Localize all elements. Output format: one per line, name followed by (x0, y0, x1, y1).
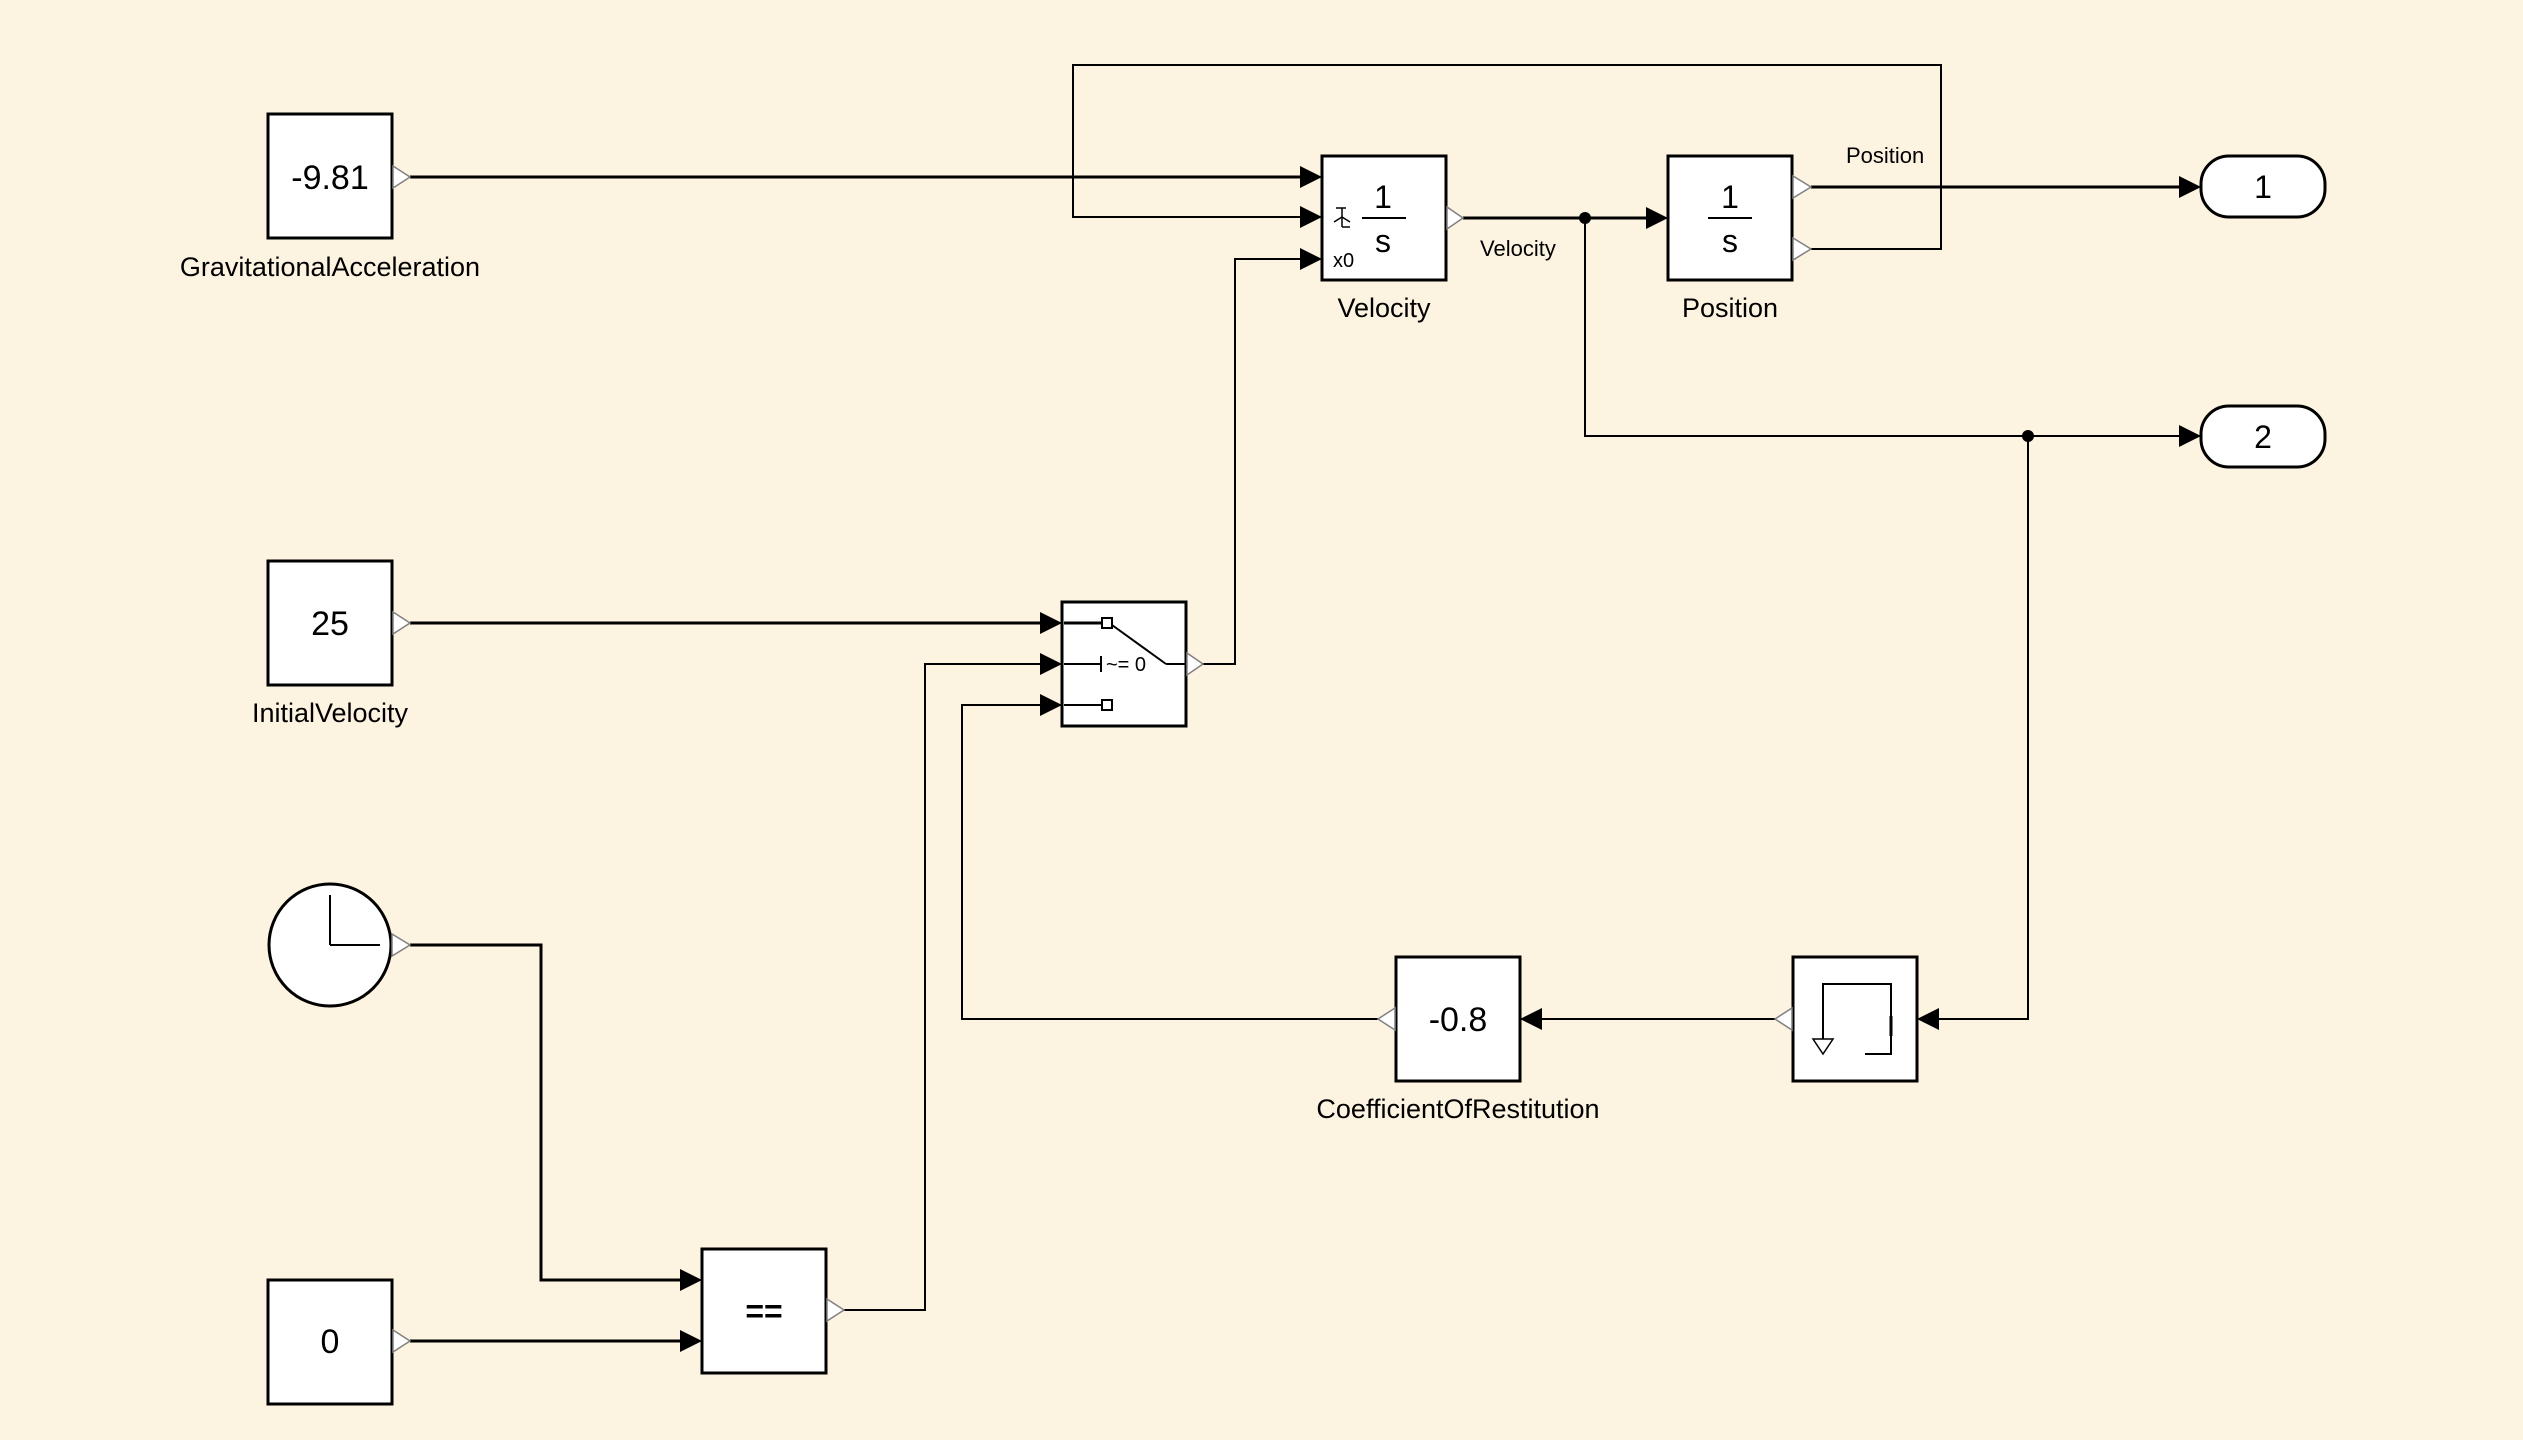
tf-numerator: 1 (1721, 179, 1739, 215)
block-label: Position (1682, 293, 1778, 323)
outport-arrow-output (1792, 174, 1813, 200)
block-outport-1[interactable]: 1 (2199, 154, 2327, 219)
block-initial-velocity[interactable]: 25 InitialVelocity (252, 559, 412, 728)
arrow-gain-in (1520, 1008, 1542, 1030)
block-clock[interactable] (267, 882, 412, 1008)
tf-denominator: s (1375, 223, 1391, 259)
signal-label-position: Position (1846, 143, 1924, 168)
wire-clock-to-relational[interactable] (410, 943, 684, 1282)
arrow-position-in (1646, 207, 1668, 229)
outport-arrow (1186, 651, 1205, 677)
arrow-outport2-in (2179, 425, 2201, 447)
outport-arrow (1376, 1006, 1396, 1032)
outport-arrow (392, 1328, 412, 1354)
outport-arrow (826, 1297, 846, 1323)
block-label: GravitationalAcceleration (180, 252, 480, 282)
block-gravitational-acceleration[interactable]: -9.81 GravitationalAcceleration (180, 112, 480, 282)
arrow-relational-in1 (680, 1269, 702, 1291)
tf-numerator: 1 (1374, 179, 1392, 215)
arrow-switch-in1 (1040, 612, 1062, 634)
port-number: 1 (2254, 169, 2272, 205)
wire-position-state-feedback[interactable] (1072, 64, 1942, 250)
block-label: CoefficientOfRestitution (1316, 1094, 1599, 1124)
wire-switch-to-velocity-ic[interactable] (1203, 258, 1304, 665)
ic-port-label: x0 (1333, 250, 1354, 272)
arrow-outport1-in (2179, 176, 2201, 198)
outport-arrow (392, 610, 412, 636)
outport-arrow (1446, 205, 1465, 231)
block-switch[interactable]: ~= 0 (1060, 600, 1205, 728)
block-zero-constant[interactable]: 0 (266, 1278, 412, 1406)
signal-label-velocity: Velocity (1480, 236, 1556, 261)
block-value: -9.81 (291, 159, 369, 197)
outport-arrow-state (1792, 236, 1813, 262)
operator-text: == (745, 1293, 782, 1329)
block-memory[interactable] (1773, 955, 1919, 1083)
block-value: 25 (311, 605, 349, 643)
block-relational-operator[interactable]: == (700, 1247, 846, 1375)
arrow-relational-in2 (680, 1330, 702, 1352)
wire-velocity-branch[interactable] (1584, 218, 2183, 437)
outport-arrow (391, 932, 412, 958)
block-value: 0 (321, 1323, 340, 1361)
block-value: -0.8 (1429, 1001, 1488, 1039)
block-label: Velocity (1337, 293, 1431, 323)
block-coefficient-of-restitution[interactable]: -0.8 CoefficientOfRestitution (1316, 955, 1600, 1124)
outport-arrow (392, 164, 412, 190)
arrow-velocity-in3 (1300, 248, 1322, 270)
block-label: InitialVelocity (252, 698, 409, 728)
switch-icon (1064, 617, 1186, 711)
reset-trigger-icon (1333, 207, 1351, 228)
arrow-velocity-in1 (1300, 166, 1322, 188)
block-velocity-integrator[interactable]: 1 s x0 Velocity (1320, 154, 1465, 323)
wire-gain-to-switch[interactable] (961, 704, 1378, 1020)
tf-denominator: s (1722, 223, 1738, 259)
arrow-memory-in (1917, 1008, 1939, 1030)
memory-icon (1811, 983, 1893, 1056)
port-number: 2 (2254, 419, 2272, 455)
arrow-switch-in2 (1040, 653, 1062, 675)
clock-icon (329, 895, 380, 946)
block-position-integrator[interactable]: 1 s Position (1666, 154, 1813, 323)
wire-relational-to-switch[interactable] (844, 663, 1044, 1311)
switch-criteria: ~= 0 (1106, 654, 1146, 676)
arrow-velocity-in2 (1300, 206, 1322, 228)
block-outport-2[interactable]: 2 (2199, 404, 2327, 469)
outport-arrow (1773, 1006, 1793, 1032)
wire-velocity-to-memory[interactable] (1935, 436, 2029, 1020)
arrow-switch-in3 (1040, 694, 1062, 716)
